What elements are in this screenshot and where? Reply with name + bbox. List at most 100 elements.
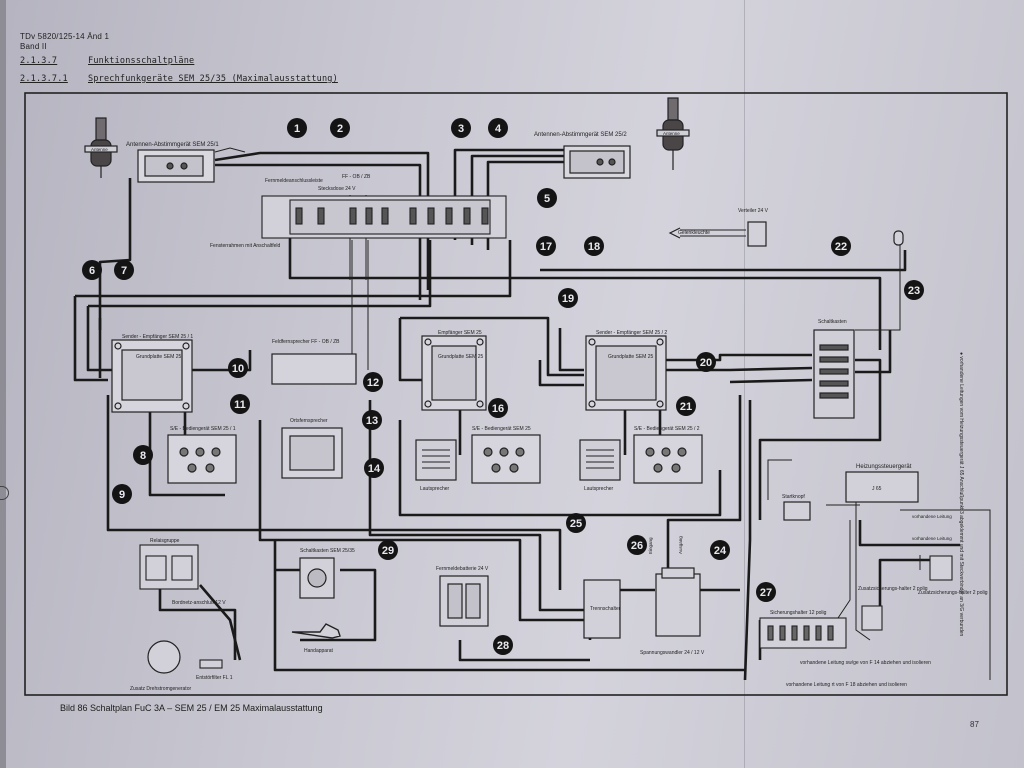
- speaker-2-label: Lautsprecher: [584, 486, 614, 492]
- isolating-switch-label: Trennschalter: [590, 606, 621, 612]
- antenna-2-label: Antenne: [663, 131, 680, 136]
- callout-18: 18: [584, 236, 604, 256]
- callout-number: 7: [121, 265, 127, 277]
- heater-control-label: Heizungssteuergerät: [856, 464, 912, 470]
- control-unit-2: [633, 434, 703, 484]
- callout-number: 9: [119, 489, 125, 501]
- callout-number: 29: [382, 545, 394, 557]
- callout-number: 4: [495, 123, 502, 135]
- base-plate-2-label: Grundplatte SEM 25: [608, 354, 654, 360]
- speaker-2-icon: [579, 439, 621, 481]
- callout-21: 21: [676, 396, 696, 416]
- diagram-frame: [24, 92, 1008, 696]
- relay-group-label: Relaisgruppe: [150, 538, 180, 544]
- callout-number: 16: [492, 403, 504, 415]
- callout-number: 24: [714, 545, 727, 557]
- callout-22: 22: [831, 236, 851, 256]
- callout-17: 17: [536, 236, 556, 256]
- callout-6: 6: [82, 260, 102, 280]
- battery: [439, 575, 489, 627]
- window-terminal-label: Fensterrahmen mit Anschaltfeld: [210, 243, 281, 249]
- base-plate-1-label: Grundplatte SEM 25: [136, 354, 182, 360]
- heater-code: J 65: [872, 486, 882, 492]
- callout-25: 25: [566, 513, 586, 533]
- distributor: [668, 221, 767, 247]
- callout-5: 5: [537, 188, 557, 208]
- speaker-1-label: Lautsprecher: [420, 486, 450, 492]
- sender-receiver-2-label: Sender - Empfänger SEM 25 / 2: [596, 330, 667, 336]
- input-label: Eingang: [648, 537, 653, 554]
- speaker-1-icon: [415, 439, 457, 481]
- control-unit-recv-label: S/E - Bediengerät SEM 25: [472, 426, 531, 432]
- subsection-title: Sprechfunkgeräte SEM 25/35 (Maximalausst…: [88, 74, 338, 84]
- antenna-2-icon: [656, 97, 690, 170]
- callout-27: 27: [756, 582, 776, 602]
- callout-number: 2: [337, 123, 343, 135]
- start-button: [783, 501, 811, 521]
- callout-number: 8: [140, 450, 146, 462]
- control-unit-2-label: S/E - Bediengerät SEM 25 / 2: [634, 426, 700, 432]
- antenna-tuner-2: [563, 145, 631, 179]
- callout-number: 17: [540, 241, 552, 253]
- callout-20: 20: [696, 352, 716, 372]
- sender-receiver-1: [111, 339, 193, 413]
- callout-number: 13: [366, 415, 378, 427]
- callout-number: 25: [570, 518, 582, 530]
- antenna-tuner-1-label: Antennen-Abstimmgerät SEM 25/1: [126, 142, 219, 148]
- page-fold: [744, 0, 745, 768]
- section-title: Funktionsschaltpläne: [88, 56, 195, 66]
- local-phone: [281, 427, 343, 479]
- note-f18: vorhandene Leitung rt von F 18 abziehen …: [786, 682, 907, 688]
- callout-number: 11: [234, 399, 246, 411]
- terminal-strip-label: Fernmeldeanschlussleiste: [265, 178, 323, 184]
- callout-number: 21: [680, 401, 692, 413]
- terminal-strip: [261, 195, 507, 239]
- callout-26: 26: [627, 535, 647, 555]
- voltage-converter-label: Spannungswandler 24 / 12 V: [640, 650, 705, 656]
- suppressor-icon: [199, 659, 223, 669]
- callout-19: 19: [558, 288, 578, 308]
- callout-11: 11: [230, 394, 250, 414]
- bus-bar-label: Stecksdose 24 V: [318, 186, 356, 192]
- fuse-holder-2a-label: Zusatzsicherungs-halter 2 polig: [858, 586, 928, 592]
- isolating-switch: [583, 579, 621, 639]
- side-note: ● vorhandene Leitungen vom Heizungssteue…: [958, 352, 964, 637]
- sender-receiver-1-label: Sender - Empfänger SEM 25 / 1: [122, 334, 193, 340]
- base-plate-recv-label: Grundplatte SEM 25: [438, 354, 484, 360]
- callout-2: 2: [330, 118, 350, 138]
- doc-number: TDv 5820/125-14 Änd 1: [20, 32, 110, 41]
- start-button-label: Startknopf: [782, 494, 805, 500]
- callout-28: 28: [493, 635, 513, 655]
- callout-24: 24: [710, 540, 730, 560]
- sender-receiver-2: [585, 335, 667, 411]
- callout-number: 22: [835, 241, 847, 253]
- callout-number: 5: [544, 193, 550, 205]
- ff-label: FF - OB / ZB: [342, 174, 371, 180]
- handset-icon: [291, 623, 341, 639]
- page-number: 87: [970, 720, 979, 729]
- callout-number: 6: [89, 265, 95, 277]
- callout-number: 26: [631, 540, 643, 552]
- callout-number: 20: [700, 357, 712, 369]
- switch-box-2: [299, 557, 335, 599]
- switch-box-2-label: Schaltkasten SEM 25/35: [300, 548, 355, 554]
- note-f14: vorhandene Leitung sw/ge von F 14 abzieh…: [800, 660, 931, 666]
- fuse-holder-12: [759, 617, 847, 649]
- callout-23: 23: [904, 280, 924, 300]
- battery-label: Fernmeldebatterie 24 V: [436, 566, 489, 572]
- antenna-1-label: Antenne: [91, 147, 108, 152]
- fuse-holder-2b-label: Zusatzsicherungs-halter 2 polig: [918, 590, 988, 596]
- callout-8: 8: [133, 445, 153, 465]
- control-unit-recv: [471, 434, 541, 484]
- relay-group: [139, 544, 199, 590]
- callout-7: 7: [114, 260, 134, 280]
- callout-13: 13: [362, 410, 382, 430]
- heater-control: [845, 471, 919, 503]
- callout-number: 1: [294, 123, 300, 135]
- output-label: Ausgang: [678, 536, 683, 554]
- onboard-socket-label: Bordnetz-anschluß 12 V: [172, 600, 226, 606]
- field-phone-label: Feldfernsprecher FF - OB / ZB: [272, 339, 340, 345]
